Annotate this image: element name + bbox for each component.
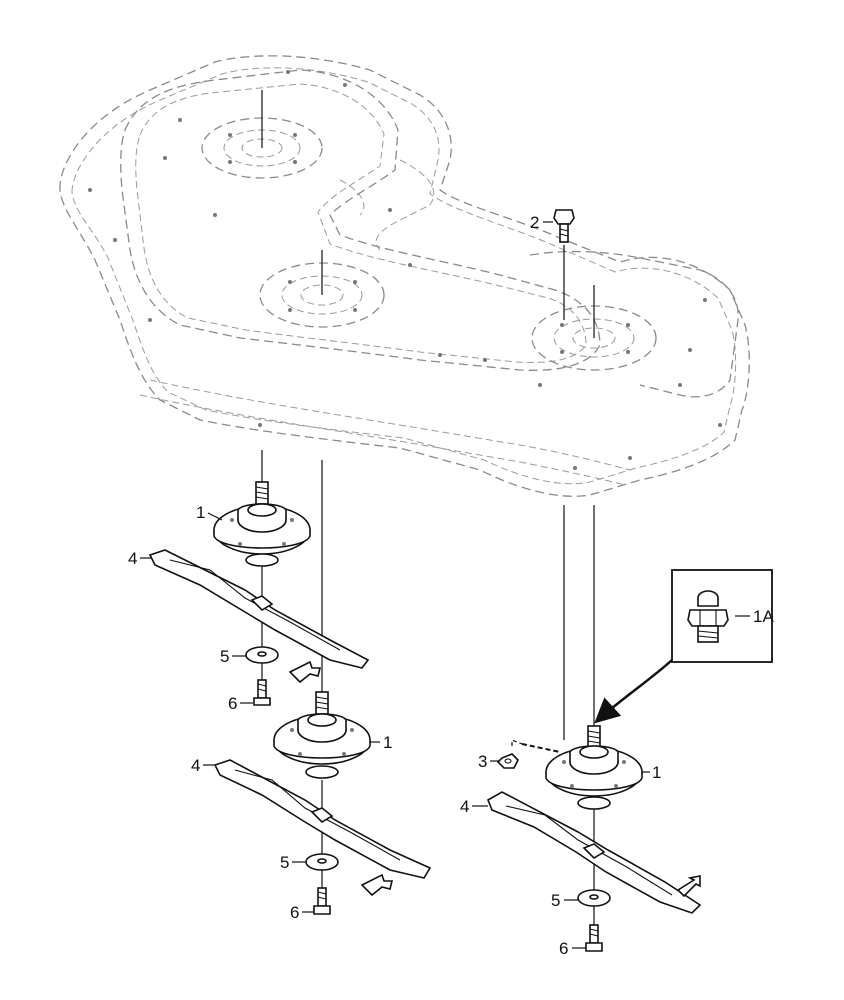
callout-6-left: 6 (228, 694, 237, 713)
blade-bolt-center (313, 887, 331, 915)
leader-lines (140, 221, 750, 949)
washer-right (577, 889, 611, 907)
callout-1-center: 1 (383, 733, 392, 752)
blade-center (213, 759, 432, 897)
washer-left (245, 646, 279, 664)
callout-5-center: 5 (280, 853, 289, 872)
callout-4-center: 4 (191, 756, 200, 775)
callout-5-left: 5 (220, 647, 229, 666)
callout-2: 2 (530, 213, 539, 232)
spindle-assembly-left (148, 481, 370, 706)
callout-3: 3 (478, 752, 487, 771)
grease-fitting (687, 590, 729, 643)
grease-fitting-detail (594, 569, 773, 724)
nut (496, 739, 561, 769)
blade-bolt-left (253, 679, 271, 706)
callout-labels: 2 1 4 5 6 1 4 5 6 3 1 4 5 6 1A (128, 213, 774, 958)
callout-4-right: 4 (460, 797, 469, 816)
washer-center (305, 853, 339, 871)
blade-right (486, 791, 702, 914)
callout-6-right: 6 (559, 939, 568, 958)
blade-left (148, 549, 370, 684)
spindle-assembly-center (213, 691, 432, 915)
callout-1-left: 1 (196, 503, 205, 522)
spindle-center (273, 691, 371, 779)
callout-5-right: 5 (551, 891, 560, 910)
spindle-assembly-right (486, 725, 702, 952)
spindle-right (545, 725, 643, 810)
mower-deck-phantom (59, 55, 750, 497)
blade-bolt-right (585, 924, 603, 952)
callout-1a: 1A (753, 607, 774, 626)
spindle-left (213, 481, 311, 567)
callout-6-center: 6 (290, 903, 299, 922)
callout-4-left: 4 (128, 549, 137, 568)
deck-bolt (553, 209, 575, 243)
callout-1-right: 1 (652, 763, 661, 782)
